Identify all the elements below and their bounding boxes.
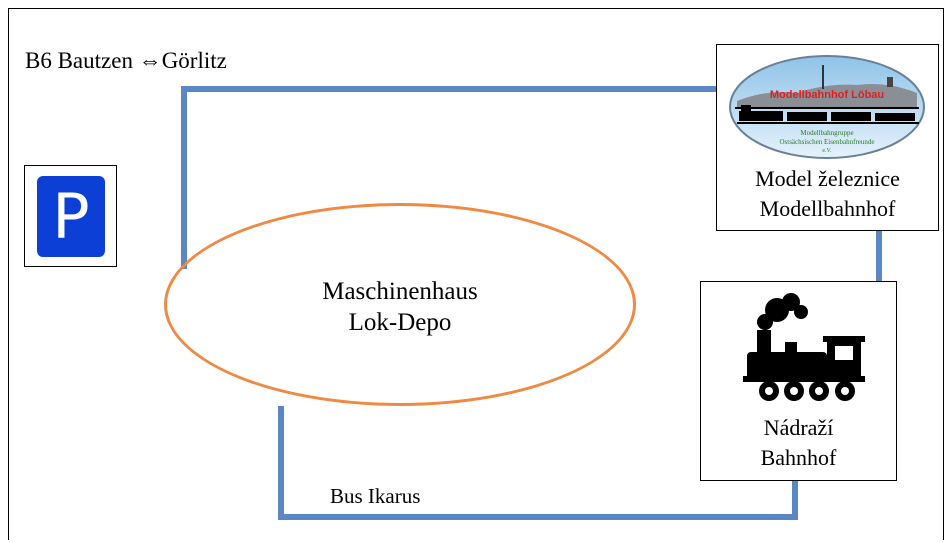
- bus-route: [278, 406, 798, 520]
- model-railway-label: Model železnice Modellbahnhof: [717, 164, 938, 224]
- parking-sign: P: [24, 165, 117, 267]
- parking-icon: P: [37, 176, 105, 257]
- depot-label-line2: Lok-Depo: [348, 309, 452, 336]
- depot-ellipse: Maschinenhaus Lok-Depo: [164, 203, 636, 406]
- depot-label-line1: Maschinenhaus: [322, 278, 478, 305]
- modellbahnhof-logo: Modellbahnhof Löbau Modellbahngruppe Ost…: [729, 55, 925, 159]
- logo-sub2: Ostsächsischen Eisenbahnfreunde: [779, 138, 874, 146]
- parking-letter: P: [52, 180, 90, 253]
- station-label: Nádraží Bahnhof: [701, 413, 896, 473]
- bus-label: Bus Ikarus: [330, 484, 421, 508]
- steam-locomotive-icon: [743, 293, 865, 401]
- model-railway-line1: Model železnice: [755, 166, 900, 191]
- svg-text:Modellbahnhof Löbau: Modellbahnhof Löbau: [770, 89, 884, 101]
- station-line1: Nádraží: [763, 415, 834, 440]
- map-frame: [8, 8, 944, 540]
- road-route: [181, 86, 718, 269]
- logo-sub1: Modellbahngruppe: [800, 129, 853, 137]
- logo-sub3: e.V.: [822, 148, 832, 154]
- depot-label: Maschinenhaus Lok-Depo: [167, 276, 633, 338]
- model-railway-line2: Modellbahnhof: [759, 196, 896, 221]
- model-railway-box: Modellbahnhof Löbau Modellbahngruppe Ost…: [716, 44, 939, 231]
- logo-title: Modellbahnhof Löbau: [770, 89, 884, 101]
- station-line2: Bahnhof: [760, 445, 837, 470]
- road-label: B6 Bautzen ⇔Görlitz: [25, 48, 227, 73]
- station-box: Nádraží Bahnhof: [700, 281, 897, 481]
